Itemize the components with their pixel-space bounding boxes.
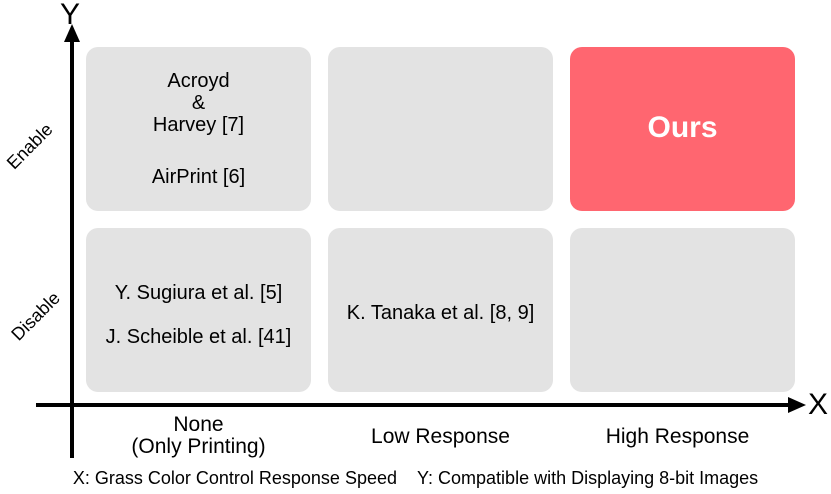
cell-enable-high — [570, 47, 795, 211]
cell-disable-none — [86, 228, 311, 392]
x-axis-letter: X — [808, 388, 829, 421]
x-label-high-response: High Response — [605, 425, 750, 448]
x-label-none: None — [173, 413, 224, 436]
caption-x: X: Grass Color Control Response Speed — [72, 468, 397, 488]
caption: X: Grass Color Control Response Speed Y:… — [0, 468, 831, 489]
cell-enable-low — [328, 47, 553, 211]
cell-text-ampersand: & — [191, 92, 206, 114]
x-label-only-printing: (Only Printing) — [131, 435, 266, 458]
x-label-low-response: Low Response — [371, 425, 510, 448]
y-axis-arrowhead — [64, 24, 80, 42]
caption-y: Y: Compatible with Displaying 8-bit Imag… — [417, 468, 759, 488]
cell-disable-high — [570, 228, 795, 392]
y-axis-letter: Y — [60, 0, 81, 31]
cell-enable-none — [86, 47, 311, 211]
cell-text-harvey: Harvey [7] — [152, 114, 245, 136]
cell-text-ours: Ours — [647, 111, 718, 144]
cell-text-scheible: J. Scheible et al. [41] — [105, 326, 292, 348]
cell-disable-low — [328, 228, 553, 392]
cell-text-airprint: AirPrint [6] — [151, 166, 246, 188]
cell-text-sugiura: Y. Sugiura et al. [5] — [114, 282, 283, 304]
x-axis-arrowhead — [788, 397, 806, 413]
cell-text-tanaka: K. Tanaka et al. [8, 9] — [346, 302, 535, 324]
cell-text-acroyd: Acroyd — [167, 70, 230, 92]
